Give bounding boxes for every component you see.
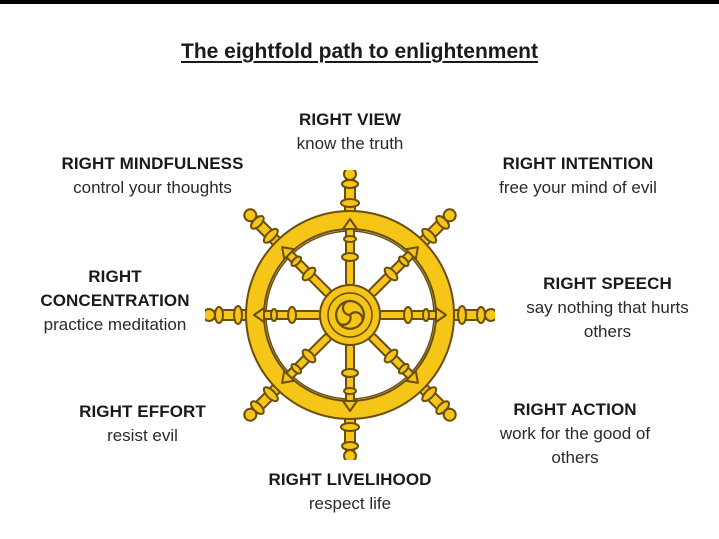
step-description: respect life (308, 494, 392, 513)
step-right-action: RIGHT ACTION work for the good of others (470, 398, 680, 470)
step-name: RIGHT EFFORT (79, 402, 206, 421)
step-name-line-2: CONCENTRATION (40, 291, 190, 310)
step-name: RIGHT SPEECH (543, 274, 672, 293)
step-right-effort: RIGHT EFFORT resist evil (45, 400, 240, 448)
step-description-line-2: others (551, 448, 599, 467)
step-name-line-1: RIGHT (88, 267, 142, 286)
step-name: RIGHT MINDFULNESS (61, 154, 244, 173)
step-description: free your mind of evil (499, 178, 657, 197)
step-right-speech: RIGHT SPEECH say nothing that hurts othe… (500, 272, 715, 344)
step-description: know the truth (296, 134, 404, 153)
step-name: RIGHT VIEW (298, 110, 402, 129)
step-right-mindfulness: RIGHT MINDFULNESS control your thoughts (30, 152, 275, 200)
step-description-line-2: others (583, 322, 632, 341)
step-name: RIGHT LIVELIHOOD (268, 470, 432, 489)
step-name: RIGHT INTENTION (502, 154, 654, 173)
step-right-intention: RIGHT INTENTION free your mind of evil (468, 152, 688, 200)
step-right-livelihood: RIGHT LIVELIHOOD respect life (235, 468, 465, 516)
step-description-line-1: say nothing that hurts (526, 298, 689, 317)
top-border (0, 0, 719, 4)
step-description: practice meditation (43, 315, 187, 334)
step-description-line-1: work for the good of (499, 424, 651, 443)
dharma-wheel-icon (205, 170, 495, 460)
step-description: control your thoughts (73, 178, 232, 197)
step-right-view: RIGHT VIEW know the truth (250, 108, 450, 156)
step-right-concentration: RIGHT CONCENTRATION practice meditation (15, 265, 215, 337)
diagram-title: The eightfold path to enlightenment (181, 40, 538, 63)
hub-swirl-icon (335, 299, 365, 330)
step-name: RIGHT ACTION (513, 400, 637, 419)
step-description: resist evil (107, 426, 178, 445)
